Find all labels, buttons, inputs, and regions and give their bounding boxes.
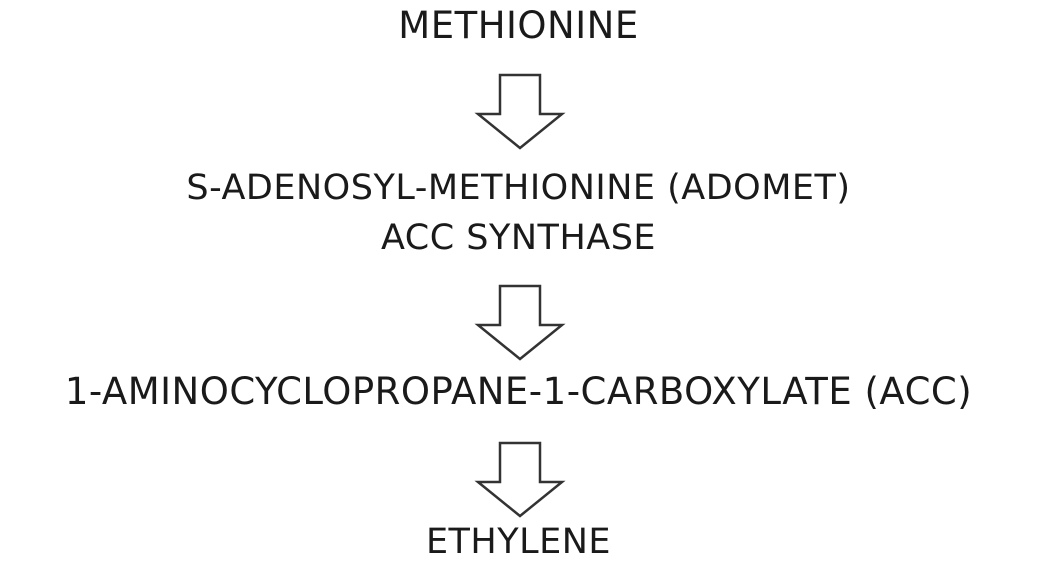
node-adomet: S-ADENOSYL-METHIONINE (ADOMET) — [186, 168, 851, 208]
node-methionine: METHIONINE — [398, 4, 639, 47]
down-arrow-icon — [470, 440, 570, 520]
down-arrow-icon — [470, 283, 570, 363]
node-acc: 1-AMINOCYCLOPROPANE-1-CARBOXYLATE (ACC) — [64, 370, 973, 413]
enzyme-label: ACC SYNTHASE — [380, 218, 657, 258]
node-ethylene: ETHYLENE — [425, 522, 612, 562]
down-arrow-icon — [470, 72, 570, 152]
